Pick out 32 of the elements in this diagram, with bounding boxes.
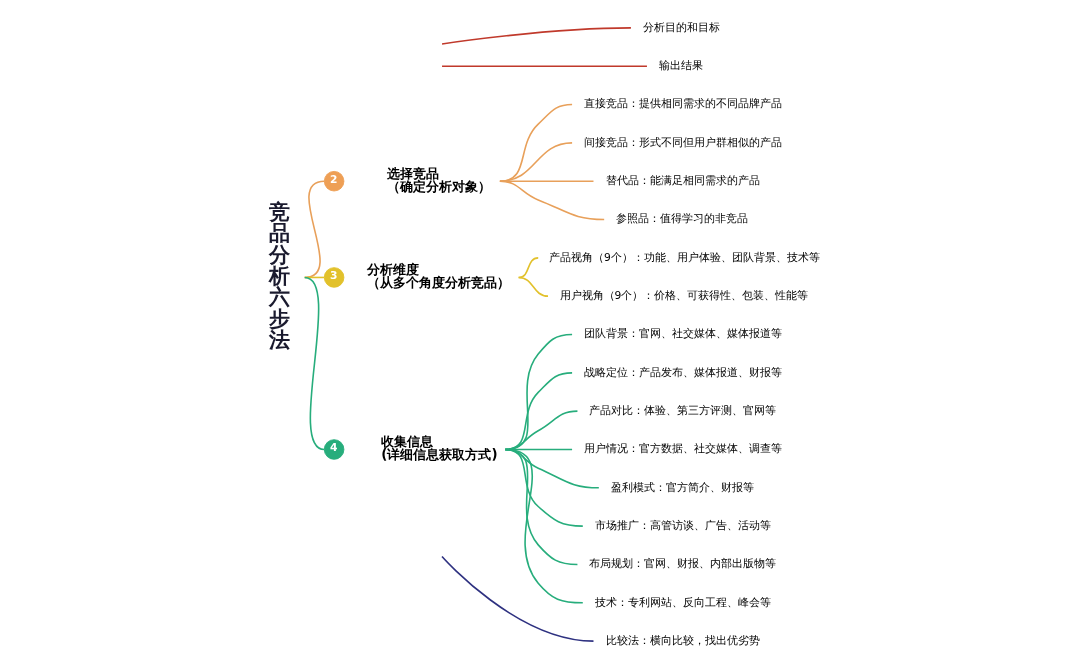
connector	[441, 27, 632, 45]
connector	[441, 555, 595, 642]
node-circle: 4	[323, 439, 345, 460]
node-text: 战略定位：产品发布、媒体报道、财报等	[584, 365, 783, 379]
node-text: 布局规划：官网、财报、内部出版物等	[589, 557, 777, 571]
connector	[499, 180, 605, 221]
node-text: 产品视角（9个）：功能、用户体验、团队背景、技术等	[548, 250, 820, 264]
node-text: 参照品：值得学习的非竞品	[616, 212, 749, 226]
node-text: 分析维度 （从多个角度分析竞品）	[367, 261, 511, 291]
connector	[441, 65, 648, 67]
connector	[517, 257, 539, 279]
node-text: 团队背景：官网、社交媒体、媒体报道等	[584, 327, 783, 341]
node-text: 比较法：横向比较，找出优劣势	[605, 633, 760, 647]
node-text: 间接竞品：形式不同但用户群相似的产品	[584, 135, 783, 149]
node-text: 用户视角（9个）：价格、可获得性、包装、性能等	[559, 288, 809, 302]
node-text: 用户情况：官方数据、社交媒体、调查等	[584, 442, 783, 456]
node-text: 盈利模式：官方简介、财报等	[610, 480, 754, 494]
node-text: 输出结果	[658, 58, 703, 72]
node-circle: 3	[323, 267, 345, 288]
connector	[499, 180, 595, 182]
node-text: 替代品：能满足相同需求的产品	[605, 173, 760, 187]
node-text: 选择竞品 （确定分析对象）	[387, 165, 492, 194]
node-text: 直接竞品：提供相同需求的不同品牌产品	[584, 97, 783, 111]
node-text: 分析目的和目标	[642, 20, 720, 34]
node-text: 市场推广：高管访谈、广告、活动等	[594, 518, 771, 532]
connector	[504, 448, 584, 604]
node-text: 产品对比：体验、第三方评测、官网等	[589, 403, 777, 417]
connector	[517, 276, 549, 297]
node-circle: 2	[323, 170, 345, 192]
node-text: 竞品分析六步法	[269, 198, 291, 353]
node-text: 技术：专利网站、反向工程、峰会等	[594, 595, 771, 609]
node-text: 收集信息 (详细信息获取方式)	[381, 433, 498, 463]
